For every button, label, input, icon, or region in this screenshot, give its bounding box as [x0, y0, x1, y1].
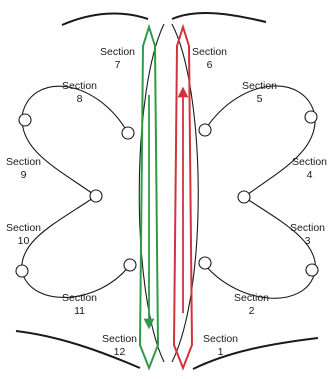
section-12-label: Section 12: [102, 333, 137, 358]
spine-outline-right: [171, 23, 199, 363]
section-4-label: Section 4: [292, 156, 327, 181]
section-6-label: Section 6: [192, 46, 227, 71]
section-11-number: 11: [74, 304, 85, 317]
section-5-label: Section 5: [242, 80, 277, 105]
node-circle: [304, 110, 318, 124]
petal-lower-right: [204, 196, 316, 299]
section-2-number: 2: [248, 304, 255, 317]
section-1-number: 1: [217, 345, 224, 358]
section-3-label: Section 3: [290, 222, 325, 247]
top-right-edge-curve: [171, 12, 267, 23]
node-circle: [15, 264, 29, 278]
section-12-number: 12: [113, 345, 126, 358]
section-9-name: Section: [6, 156, 42, 168]
section-2-label: Section 2: [234, 292, 269, 317]
section-7-name: Section: [100, 46, 136, 58]
section-2-name: Section: [234, 292, 270, 304]
node-circle: [237, 190, 251, 204]
node-circle: [123, 258, 137, 272]
node-circle: [305, 263, 319, 277]
bottom-left-edge-curve: [15, 330, 141, 369]
section-5-name: Section: [242, 80, 278, 92]
node-circle: [121, 126, 135, 140]
node-circle: [18, 113, 32, 127]
section-8-number: 8: [76, 92, 83, 105]
section-9-label: Section 9: [6, 156, 41, 181]
section-4-name: Section: [292, 156, 328, 168]
section-1-label: Section 1: [203, 333, 238, 358]
section-12-name: Section: [102, 333, 138, 345]
section-5-number: 5: [256, 92, 263, 105]
section-8-name: Section: [62, 80, 98, 92]
section-10-number: 10: [17, 234, 30, 247]
section-3-name: Section: [290, 222, 326, 234]
section-1-name: Section: [203, 333, 239, 345]
section-11-label: Section 11: [62, 292, 97, 317]
section-3-number: 3: [304, 234, 311, 247]
green-band: [138, 23, 160, 371]
section-7-number: 7: [114, 58, 121, 71]
section-6-number: 6: [206, 58, 213, 71]
section-4-number: 4: [306, 168, 313, 181]
section-6-name: Section: [192, 46, 228, 58]
node-circle: [198, 123, 212, 137]
section-7-label: Section 7: [100, 46, 135, 71]
top-left-edge-curve: [61, 12, 149, 26]
section-9-number: 9: [20, 168, 27, 181]
bottom-right-edge-curve: [192, 337, 319, 370]
section-11-name: Section: [62, 292, 98, 304]
red-band: [172, 23, 194, 371]
node-circle: [89, 189, 103, 203]
section-10-name: Section: [6, 222, 42, 234]
section-8-label: Section 8: [62, 80, 97, 105]
section-10-label: Section 10: [6, 222, 41, 247]
node-circle: [198, 256, 212, 270]
